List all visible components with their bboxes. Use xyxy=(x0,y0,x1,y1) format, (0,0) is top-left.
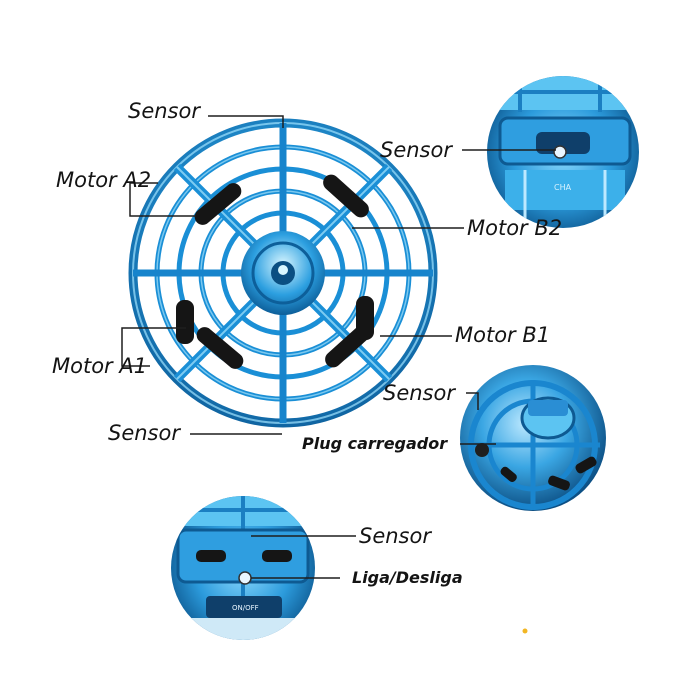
inset-sensor-closeup: CHA xyxy=(487,76,639,228)
accent-dot xyxy=(522,628,528,634)
chassis-marking: CHA xyxy=(554,183,572,192)
label-motor-a2: Motor A2 xyxy=(56,168,152,192)
central-hub xyxy=(241,231,325,315)
inset-switch-closeup: ON/OFF xyxy=(171,496,315,640)
label-sensor-bottom-main: Sensor xyxy=(108,421,180,445)
inset-plug-closeup xyxy=(460,365,606,511)
label-motor-b1: Motor B1 xyxy=(455,323,551,347)
leader-lines xyxy=(121,115,556,579)
label-plug-carregador: Plug carregador xyxy=(302,434,448,453)
label-liga-desliga: Liga/Desliga xyxy=(352,568,463,587)
label-sensor-inset-mid: Sensor xyxy=(383,381,455,405)
label-sensor-inset-bottom: Sensor xyxy=(359,524,431,548)
switch-marking: ON/OFF xyxy=(232,604,259,612)
label-sensor-inset-top: Sensor xyxy=(380,138,452,162)
label-motor-b2: Motor B2 xyxy=(467,216,563,240)
motor-slots xyxy=(176,174,374,369)
label-sensor-top: Sensor xyxy=(128,99,200,123)
label-motor-a1: Motor A1 xyxy=(52,354,148,378)
